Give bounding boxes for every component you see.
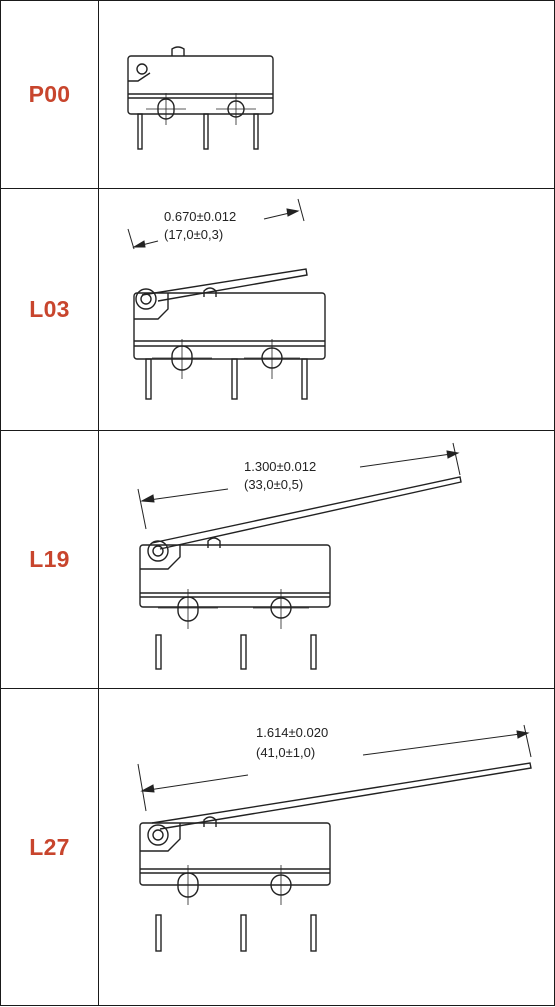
terminals <box>155 914 317 952</box>
switch-body <box>139 544 331 608</box>
terminals <box>137 113 259 150</box>
roller-outer <box>147 824 169 846</box>
lever-dimension-metric: (33,0±0,5) <box>244 477 303 492</box>
switch-drawing-l19: 1.300±0.012 (33,0±0,5) <box>137 442 462 670</box>
lever-arm <box>151 762 532 830</box>
switch-drawing-l03: 0.670±0.012 (17,0±0,3) <box>127 198 326 400</box>
lever-dimension: 1.614±0.020 <box>256 725 328 740</box>
roller-inner <box>152 829 164 841</box>
roller-outer <box>135 288 157 310</box>
switch-body <box>139 822 331 886</box>
switch-body <box>133 292 326 360</box>
terminals <box>145 358 308 400</box>
roller-outer <box>147 540 169 562</box>
switch-drawing-l27: 1.614±0.020 (41,0±1,0) <box>137 724 532 952</box>
terminals <box>155 634 317 670</box>
table-row-p00: P00 <box>0 0 555 189</box>
table-row-l27: L27 1.614±0.020 (41,0±1,0) <box>0 688 555 1006</box>
drawing-cell <box>98 1 554 188</box>
plunger <box>171 46 185 56</box>
table-row-l19: L19 1.300±0.012 (33,0±0,5) <box>0 430 555 689</box>
lever-arm <box>141 268 308 302</box>
lever-dimension-metric: (41,0±1,0) <box>256 745 315 760</box>
lever-dimension-metric: (17,0±0,3) <box>164 227 223 242</box>
actuator-code: P00 <box>28 81 71 107</box>
actuator-code: L03 <box>29 296 70 322</box>
code-cell: P00 <box>1 1 99 188</box>
plunger <box>207 537 221 548</box>
lever-dimension: 1.300±0.012 <box>244 459 316 474</box>
actuator-code: L27 <box>29 833 70 860</box>
lever-dimension: 0.670±0.012 <box>164 209 236 224</box>
drawing-cell: 1.300±0.012 (33,0±0,5) <box>98 431 554 688</box>
roller-inner <box>152 545 164 557</box>
code-cell: L03 <box>1 189 99 430</box>
switch-drawing-p00 <box>127 46 274 150</box>
switch-body <box>127 55 274 115</box>
lever-arm <box>151 476 462 550</box>
drawing-cell: 0.670±0.012 (17,0±0,3) <box>98 189 554 430</box>
table-row-l03: L03 0.670±0.012 (17,0±0,3) <box>0 188 555 431</box>
actuator-code: L19 <box>29 546 70 572</box>
drawing-cell: 1.614±0.020 (41,0±1,0) <box>98 689 554 1005</box>
plunger <box>203 287 217 297</box>
code-cell: L27 <box>1 689 99 1005</box>
plunger <box>203 816 217 827</box>
code-cell: L19 <box>1 431 99 688</box>
roller-inner <box>140 293 152 305</box>
hinge-circle <box>136 63 148 75</box>
